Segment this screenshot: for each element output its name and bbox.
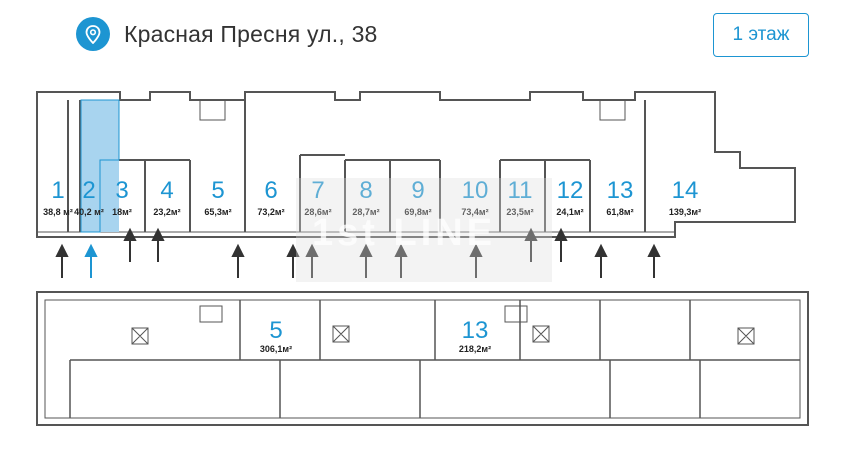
unit-area[interactable]: 28,6м²: [304, 207, 331, 217]
unit-area[interactable]: 73,2м²: [257, 207, 284, 217]
floor-selector-button[interactable]: 1 этаж: [713, 13, 809, 57]
unit-area[interactable]: 73,4м²: [461, 207, 488, 217]
unit-area[interactable]: 24,1м²: [556, 207, 583, 217]
unit-area[interactable]: 23,5м²: [506, 207, 533, 217]
unit-area[interactable]: 38,8 м²: [43, 207, 73, 217]
unit-number[interactable]: 9: [411, 177, 424, 204]
unit-number[interactable]: 2: [82, 177, 95, 204]
basement-unit-area[interactable]: 218,2м²: [459, 344, 491, 354]
address-title: Красная Пресня ул., 38: [124, 21, 378, 47]
unit-number[interactable]: 1: [51, 177, 64, 204]
unit-number[interactable]: 6: [264, 177, 277, 204]
basement-unit-number[interactable]: 13: [462, 317, 489, 344]
unit-number[interactable]: 13: [607, 177, 634, 204]
header: Красная Пресня ул., 38 1 этаж: [0, 0, 848, 72]
watermark-text: 1st LINE: [312, 212, 497, 254]
unit-area[interactable]: 139,3м²: [669, 207, 701, 217]
unit-area[interactable]: 28,7м²: [352, 207, 379, 217]
unit-area[interactable]: 61,8м²: [606, 207, 633, 217]
entrance-arrows: [55, 227, 661, 278]
unit-number[interactable]: 5: [211, 177, 224, 204]
unit-area[interactable]: 40,2 м²: [74, 207, 104, 217]
unit-area[interactable]: 18м²: [112, 207, 132, 217]
unit-number[interactable]: 10: [462, 177, 489, 204]
unit-number[interactable]: 7: [311, 177, 324, 204]
unit-number[interactable]: 11: [508, 177, 533, 204]
location-pin-icon: [76, 17, 110, 51]
unit-number[interactable]: 3: [115, 177, 128, 204]
unit-number[interactable]: 14: [672, 177, 699, 204]
unit-number[interactable]: 12: [557, 177, 584, 204]
unit-number[interactable]: 4: [160, 177, 173, 204]
basement-unit-number[interactable]: 5: [269, 317, 282, 344]
basement-unit-area[interactable]: 306,1м²: [260, 344, 292, 354]
watermark-box: [296, 178, 552, 282]
unit-number[interactable]: 8: [359, 177, 372, 204]
unit-area[interactable]: 69,8м²: [404, 207, 431, 217]
unit-area[interactable]: 23,2м²: [153, 207, 180, 217]
unit-area[interactable]: 65,3м²: [204, 207, 231, 217]
